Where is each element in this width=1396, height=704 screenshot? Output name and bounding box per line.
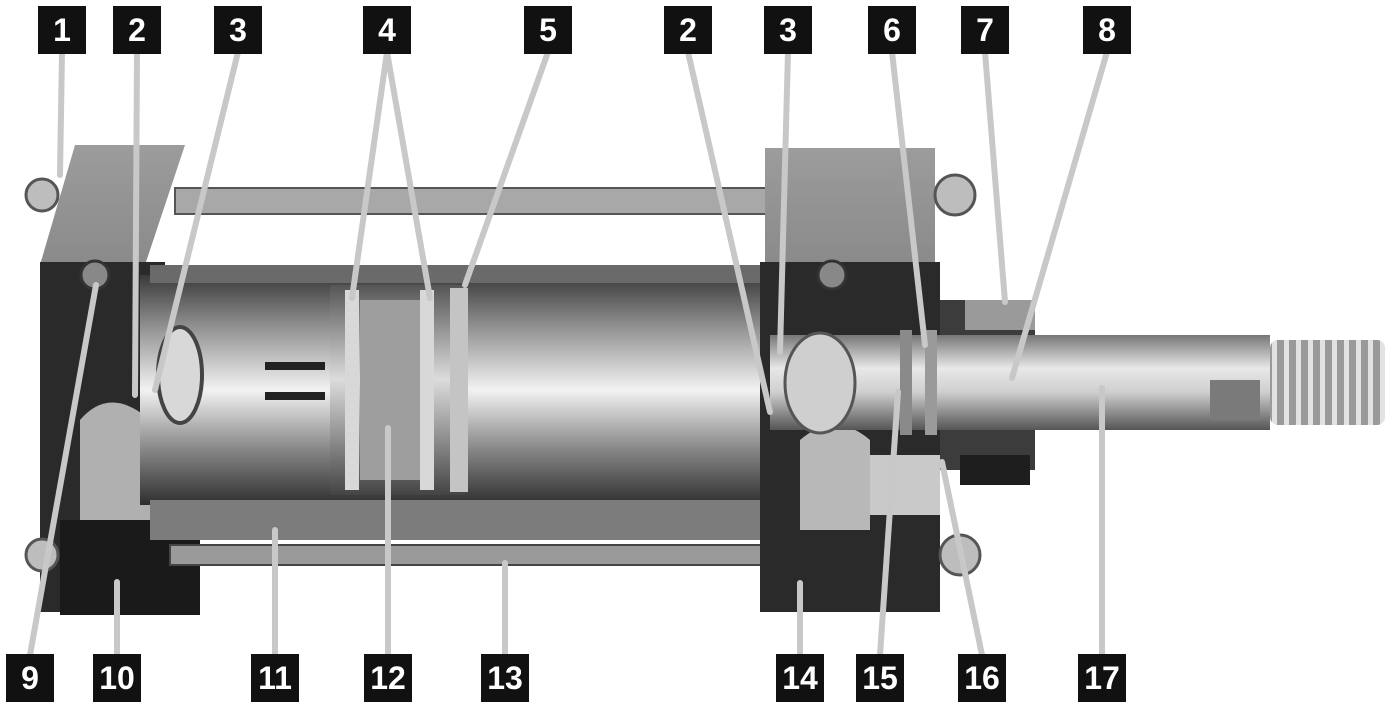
- rod-thread: [1270, 340, 1385, 425]
- callout-16: 16: [958, 654, 1006, 702]
- cap-end-head: [24, 145, 200, 615]
- leader-lines: [27, 49, 1110, 658]
- callout-5: 5: [524, 6, 572, 54]
- rod-end-head: [760, 148, 982, 612]
- callout-1: 1: [38, 6, 86, 54]
- callout-13: 13: [481, 654, 529, 702]
- callout-6: 6: [868, 6, 916, 54]
- callout-8: 8: [1083, 6, 1131, 54]
- callout-3-right: 3: [764, 6, 812, 54]
- piston: [330, 285, 468, 495]
- callout-4: 4: [363, 6, 411, 54]
- callout-11: 11: [251, 654, 299, 702]
- callout-3: 3: [214, 6, 262, 54]
- callout-14: 14: [776, 654, 824, 702]
- callout-10: 10: [93, 654, 141, 702]
- callout-7: 7: [961, 6, 1009, 54]
- callout-15: 15: [856, 654, 904, 702]
- callout-12: 12: [364, 654, 412, 702]
- callout-2-right: 2: [664, 6, 712, 54]
- callout-9: 9: [6, 654, 54, 702]
- callout-2: 2: [113, 6, 161, 54]
- callout-17: 17: [1078, 654, 1126, 702]
